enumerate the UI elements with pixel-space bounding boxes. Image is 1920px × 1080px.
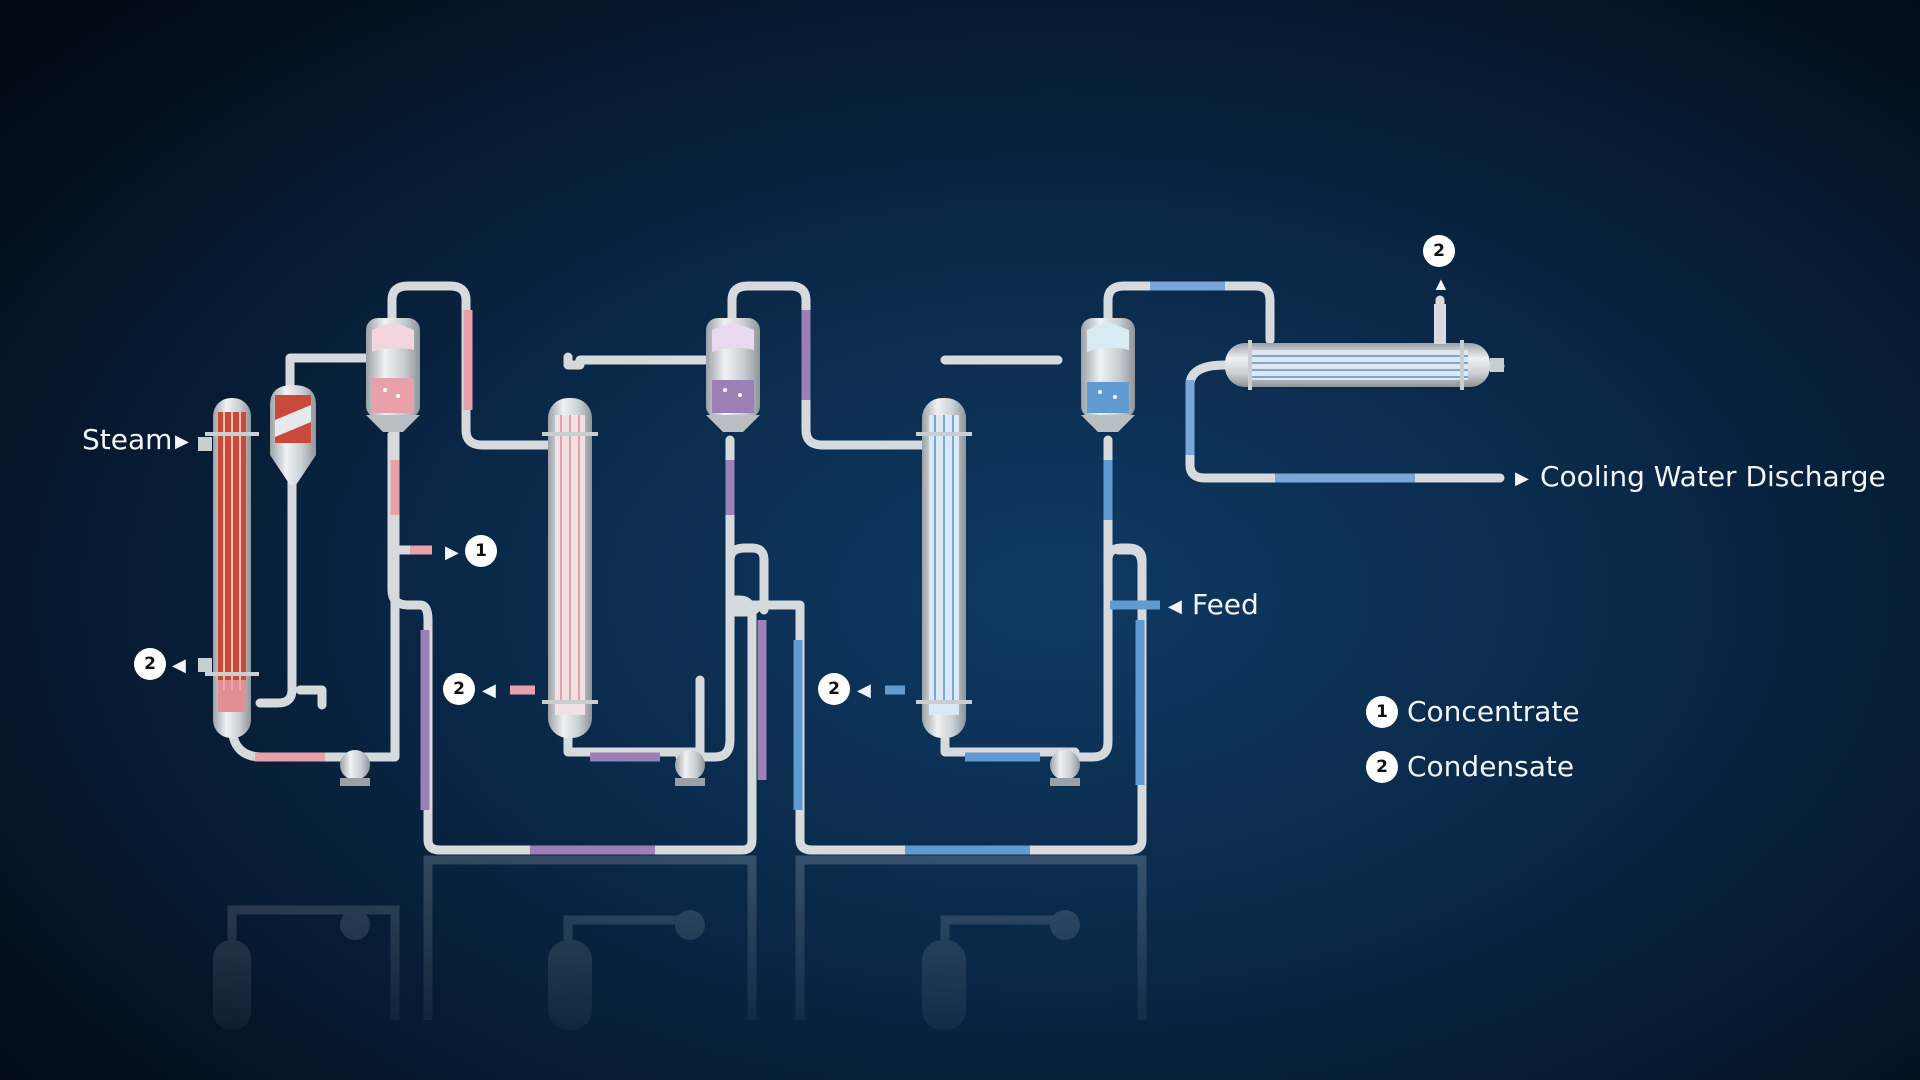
condensate-stage2-badge: 2 (443, 673, 475, 705)
legend-label-concentrate: Concentrate (1407, 695, 1580, 728)
condensate-stage3-arrow-icon: ◀ (857, 680, 871, 700)
piping (227, 281, 1505, 855)
condensate-stage1-badge: 2 (134, 648, 166, 680)
condensate-stage3-badge: 2 (818, 673, 850, 705)
feed-label: Feed (1192, 588, 1259, 621)
feed-arrow-icon: ◀ (1168, 596, 1182, 616)
legend-badge-condensate: 2 (1366, 751, 1398, 783)
evaporator-stage-3 (916, 398, 972, 738)
condensate-stage2-arrow-icon: ◀ (482, 680, 496, 700)
cooling-water-arrow-icon: ▶ (1515, 468, 1529, 488)
pump-1 (340, 750, 370, 786)
colored-pipe-segments (255, 281, 1445, 855)
pump-3 (1050, 750, 1080, 786)
evaporator-stage-1 (198, 398, 259, 738)
steam-label: Steam (82, 423, 173, 456)
steam-arrow-icon: ▶ (175, 431, 189, 451)
cooling-water-discharge-label: Cooling Water Discharge (1540, 460, 1886, 493)
separator-stage-1 (270, 385, 316, 695)
separator-stage-4 (1081, 318, 1135, 432)
condensate-stage1-arrow-icon: ◀ (172, 655, 186, 675)
separator-stage-3 (706, 318, 760, 432)
evaporator-stage-2 (542, 398, 598, 738)
legend-label-condensate: Condensate (1407, 750, 1575, 783)
separator-stage-2 (366, 318, 420, 432)
pump-2 (675, 750, 705, 786)
pumps (340, 750, 1080, 786)
condensate-condenser-arrow-icon: ▲ (1432, 274, 1450, 294)
condenser (1225, 304, 1504, 390)
legend-badge-concentrate: 1 (1366, 696, 1398, 728)
floor-reflection (213, 855, 1147, 1030)
concentrate-arrow-icon: ▶ (445, 542, 459, 562)
concentrate-outlet-badge: 1 (465, 535, 497, 567)
condensate-condenser-badge: 2 (1423, 235, 1455, 267)
